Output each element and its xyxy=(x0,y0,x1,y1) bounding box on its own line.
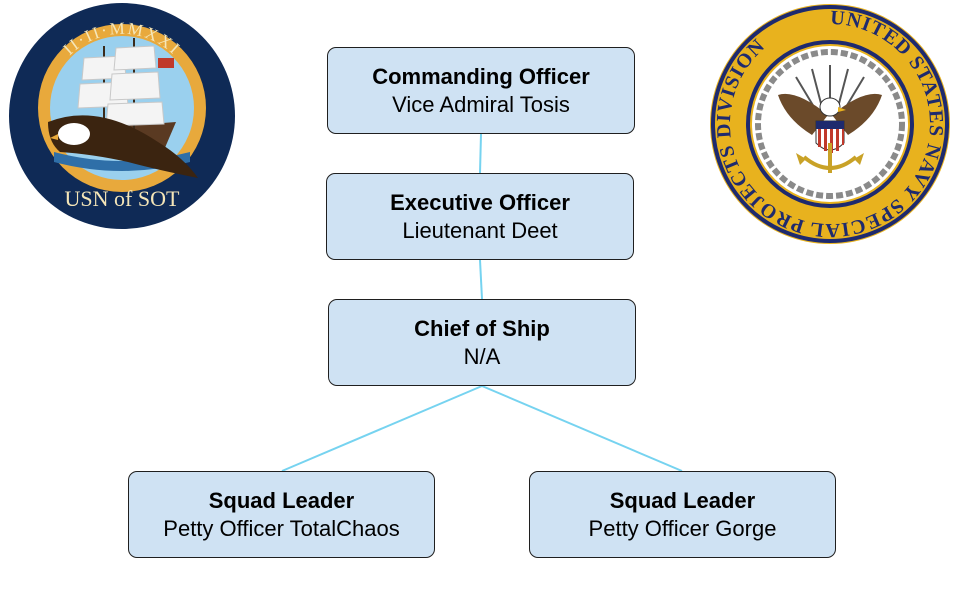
node-name: Lieutenant Deet xyxy=(402,217,558,243)
node-name: N/A xyxy=(463,343,501,369)
node-squad-leader-totalchaos: Squad Leader Petty Officer TotalChaos xyxy=(128,471,435,558)
node-name: Vice Admiral Tosis xyxy=(392,91,570,117)
connector-cos-sl1 xyxy=(281,385,483,472)
node-squad-leader-gorge: Squad Leader Petty Officer Gorge xyxy=(529,471,836,558)
connector-cos-sl2 xyxy=(481,385,683,472)
connector-xo-cos xyxy=(479,259,483,300)
node-role: Executive Officer xyxy=(390,189,570,215)
node-role: Chief of Ship xyxy=(414,315,550,341)
node-executive-officer: Executive Officer Lieutenant Deet xyxy=(326,173,634,260)
node-name: Petty Officer Gorge xyxy=(588,515,777,541)
connector-co-xo xyxy=(479,133,482,174)
node-name: Petty Officer TotalChaos xyxy=(163,515,400,541)
node-role: Squad Leader xyxy=(208,487,355,513)
logo-usn-of-sot-text: USN of SOT xyxy=(65,186,180,211)
node-role: Commanding Officer xyxy=(372,63,590,89)
usn-of-sot-logo: II·II·MMXXI USN of SOT xyxy=(9,3,235,229)
node-chief-of-ship: Chief of Ship N/A xyxy=(328,299,636,386)
navy-special-projects-seal: UNITED STATES NAVY SPECIAL PROJECTS DIVI… xyxy=(710,4,950,244)
node-role: Squad Leader xyxy=(609,487,756,513)
node-commanding-officer: Commanding Officer Vice Admiral Tosis xyxy=(327,47,635,134)
